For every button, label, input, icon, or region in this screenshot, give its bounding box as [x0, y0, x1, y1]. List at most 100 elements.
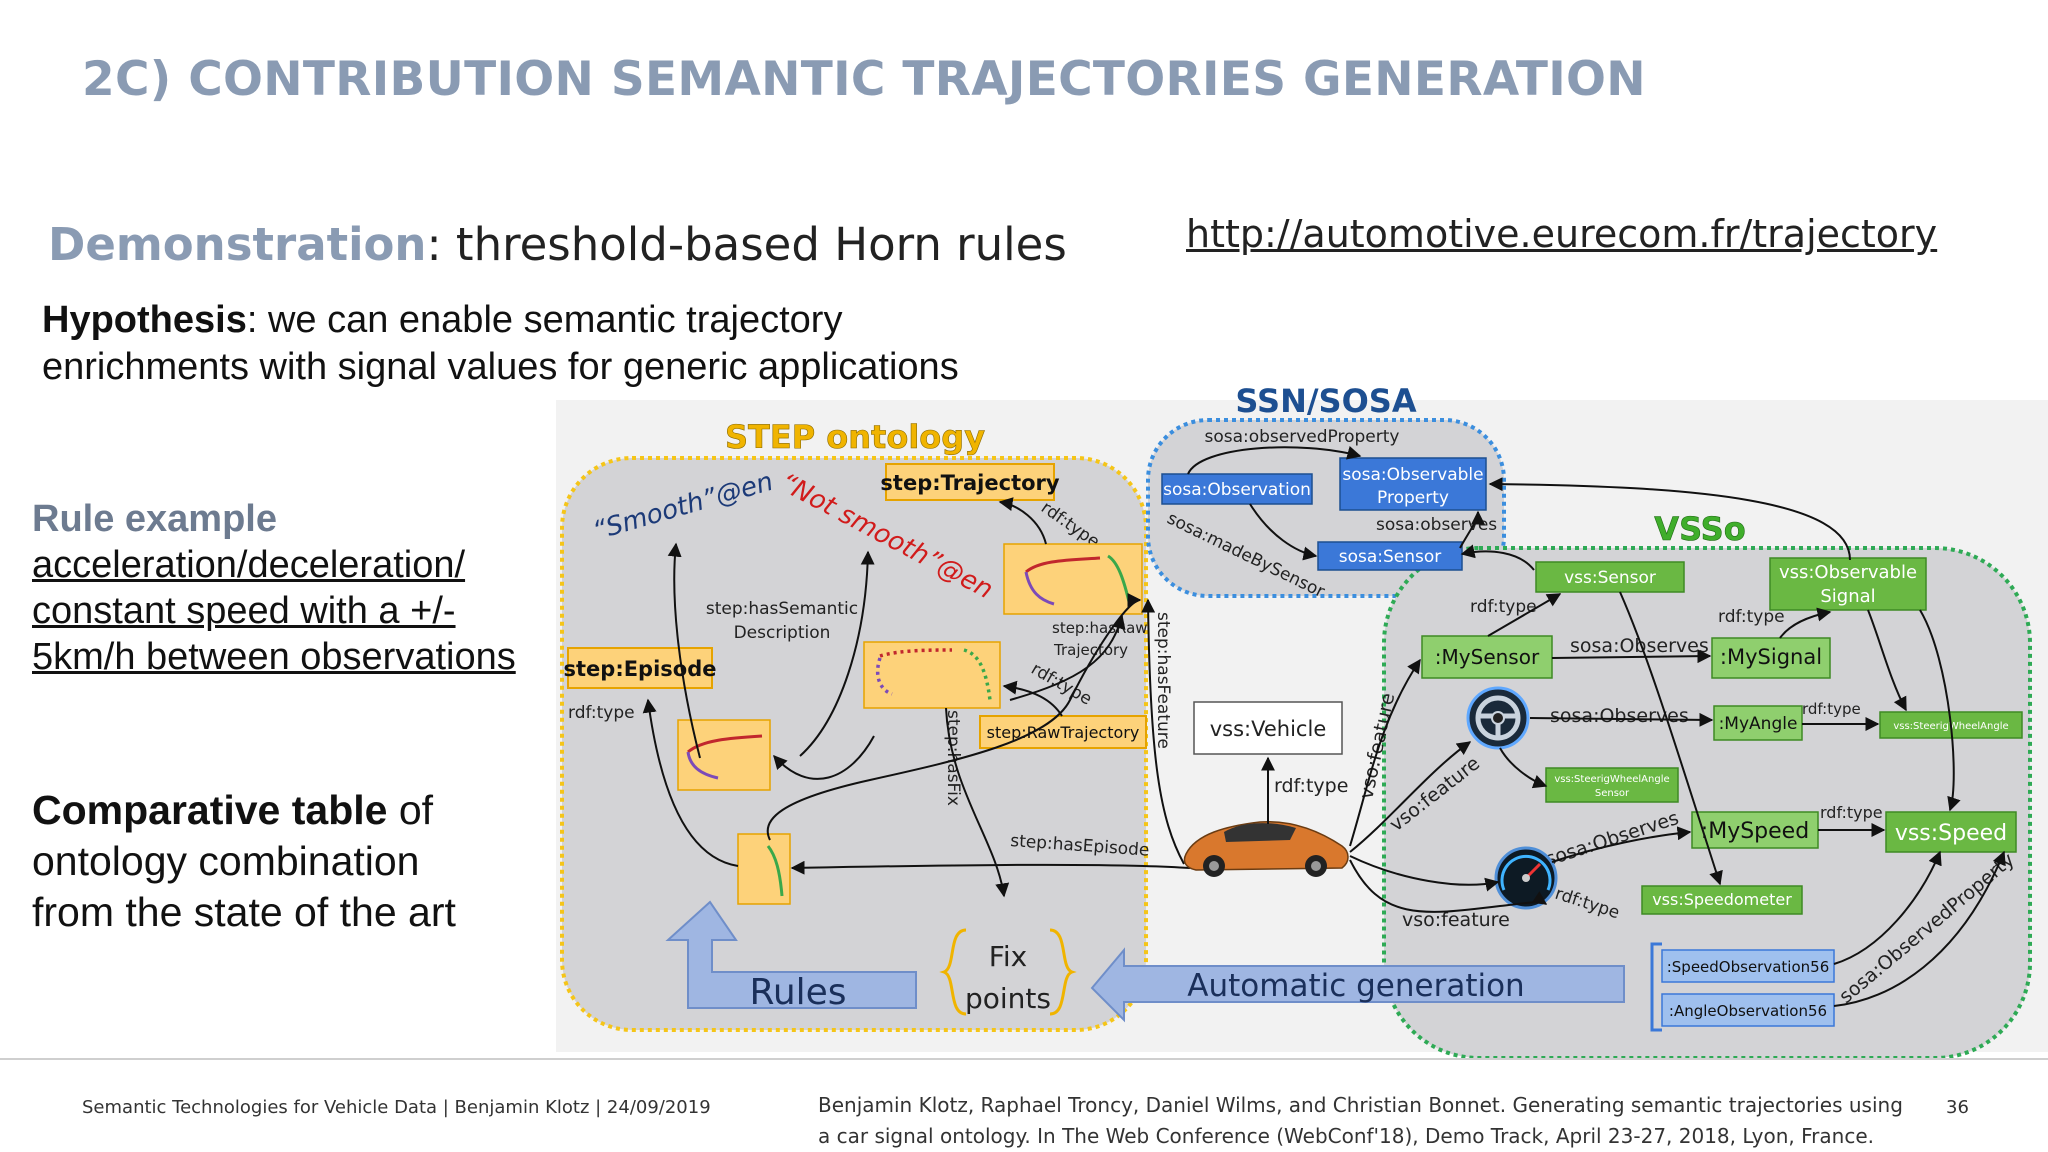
sosa-observable-property-box	[1339, 457, 1487, 511]
sosa-observes-label: sosa:observes	[1376, 515, 1497, 535]
step-episode-box	[567, 647, 713, 689]
rule-line-3: 5km/h between observations	[32, 636, 516, 678]
has-raw-trajectory-label-2: Trajectory	[1053, 641, 1128, 659]
angle-observation-box	[1661, 993, 1835, 1027]
vss-speedometer-box	[1641, 885, 1803, 915]
my-speed-label: :MySpeed	[1701, 819, 1809, 844]
sosa-sensor-label: sosa:Sensor	[1339, 547, 1442, 567]
footer-reference-line-1: Benjamin Klotz, Raphael Troncy, Daniel W…	[818, 1093, 1903, 1117]
episode-thumbnail-2	[737, 833, 791, 905]
demonstration-heading: Demonstration: threshold-based Horn rule…	[48, 218, 1067, 271]
has-semantic-description-label-2: Description	[734, 623, 831, 643]
trajectory-thumbnail	[1003, 543, 1143, 615]
slide-title: 2C) CONTRIBUTION SEMANTIC TRAJECTORIES G…	[82, 52, 1646, 107]
sosa-observes-angle-label: sosa:Observes	[1550, 705, 1689, 727]
vss-steering-sensor-label-1: vss:SteerigWheelAngle	[1554, 774, 1669, 785]
rdf-type-vehicle-label: rdf:type	[1274, 775, 1348, 797]
vss-steering-sensor-box	[1545, 767, 1679, 803]
vss-vehicle-box	[1193, 701, 1343, 755]
my-speed-box	[1691, 811, 1819, 849]
sosa-observation-box	[1161, 473, 1313, 505]
vss-observable-signal-label-2: Signal	[1820, 586, 1875, 607]
my-angle-box	[1713, 705, 1803, 741]
vss-steering-sensor-label-2: Sensor	[1595, 788, 1630, 799]
demonstration-text: : threshold-based Horn rules	[426, 218, 1067, 271]
sosa-observes-signal-label: sosa:Observes	[1570, 635, 1709, 657]
sosa-sensor-box	[1317, 541, 1463, 571]
fix-points-braces	[939, 928, 1077, 1016]
vsso-title: VSSo	[1654, 510, 1745, 548]
raw-trajectory-thumbnail	[863, 641, 1001, 709]
vss-observable-signal-box	[1769, 557, 1927, 611]
footer-reference: Benjamin Klotz, Raphael Troncy, Daniel W…	[818, 1090, 1903, 1152]
speed-observation-box	[1661, 949, 1835, 983]
speedometer-icon	[1494, 846, 1558, 910]
automatic-generation-arrow	[1090, 947, 1625, 1023]
has-semantic-description-label-1: step:hasSemantic	[706, 599, 858, 619]
sosa-observation-label: sosa:Observation	[1163, 480, 1311, 500]
comparative-table-text: Comparative table of ontology combinatio…	[32, 785, 456, 938]
has-feature-label: step:hasFeature	[1153, 612, 1173, 749]
page-number: 36	[1946, 1097, 1969, 1118]
sosa-observable-property-label-1: sosa:Observable	[1342, 465, 1483, 485]
step-episode-label: step:Episode	[564, 657, 717, 681]
step-trajectory-box	[885, 463, 1055, 501]
my-angle-label: :MyAngle	[1719, 714, 1798, 734]
my-sensor-box	[1421, 635, 1553, 679]
steering-wheel-icon	[1466, 686, 1530, 750]
rule-heading: Rule example	[32, 498, 277, 540]
angle-observation-label: :AngleObservation56	[1669, 1002, 1827, 1020]
my-sensor-label: :MySensor	[1435, 645, 1540, 669]
step-connectors	[642, 497, 1191, 898]
rule-line-1: acceleration/deceleration/	[32, 544, 466, 586]
car-image	[1183, 821, 1349, 877]
comparative-line-3: from the state of the art	[32, 889, 456, 935]
rule-line-2: constant speed with a +/-	[32, 590, 456, 632]
step-trajectory-label: step:Trajectory	[880, 471, 1059, 495]
ssn-connectors	[1187, 445, 1485, 561]
my-signal-label: :MySignal	[1720, 645, 1822, 669]
rdf-type-angle-label: rdf:type	[1802, 700, 1861, 718]
rdf-type-signal-label: rdf:type	[1718, 607, 1785, 627]
fix-points-label-1: Fix	[989, 940, 1027, 973]
footer-presentation-info: Semantic Technologies for Vehicle Data |…	[82, 1097, 711, 1118]
rdf-type-speed-label: rdf:type	[1820, 803, 1883, 822]
rules-label: Rules	[749, 972, 846, 1013]
vss-sensor-box	[1535, 561, 1685, 593]
step-raw-trajectory-label: step:RawTrajectory	[987, 723, 1140, 742]
vss-speed-box	[1885, 811, 2017, 853]
vsso-connectors	[1261, 477, 2006, 1007]
rules-arrow	[665, 900, 917, 1009]
episode-thumbnail-1	[677, 719, 771, 791]
has-raw-trajectory-label-1: step:hasRaw	[1052, 619, 1148, 637]
observations-bracket	[1650, 942, 1662, 1032]
my-signal-box	[1711, 637, 1831, 679]
vss-speed-label: vss:Speed	[1895, 821, 2007, 846]
rdf-type-sensor-label: rdf:type	[1470, 597, 1537, 617]
comparative-line-2: ontology combination	[32, 838, 420, 884]
vso-feature-bottom-label: vso:feature	[1402, 909, 1510, 931]
vss-vehicle-label: vss:Vehicle	[1210, 717, 1326, 741]
ssn-sosa-title: SSN/SOSA	[1235, 382, 1416, 420]
hypothesis-line-2: enrichments with signal values for gener…	[42, 346, 959, 388]
demo-url-link[interactable]: http://automotive.eurecom.fr/trajectory	[1186, 212, 1938, 256]
fix-points-label-2: points	[965, 982, 1051, 1015]
step-ontology-title: STEP ontology	[725, 418, 985, 456]
vss-sensor-label: vss:Sensor	[1564, 568, 1656, 588]
automatic-generation-label: Automatic generation	[1187, 968, 1524, 1004]
hypothesis-line-1: : we can enable semantic trajectory	[246, 299, 843, 341]
observed-property-label: sosa:observedProperty	[1204, 427, 1399, 447]
demonstration-keyword: Demonstration	[48, 218, 427, 271]
comparative-line-1: of	[387, 787, 434, 833]
hypothesis-keyword: Hypothesis	[42, 299, 247, 341]
footer-reference-line-2: a car signal ontology. In The Web Confer…	[818, 1124, 1874, 1148]
hypothesis-text: Hypothesis: we can enable semantic traje…	[42, 297, 959, 391]
vss-observable-signal-label-1: vss:Observable	[1779, 562, 1917, 583]
sosa-observable-property-label-2: Property	[1377, 488, 1449, 508]
footer-divider	[0, 1058, 2048, 1060]
speed-observation-label: :SpeedObservation56	[1667, 958, 1830, 976]
vss-speedometer-label: vss:Speedometer	[1652, 890, 1792, 909]
comparative-keyword: Comparative table	[32, 787, 388, 833]
rule-example: Rule example acceleration/deceleration/ …	[32, 496, 516, 680]
